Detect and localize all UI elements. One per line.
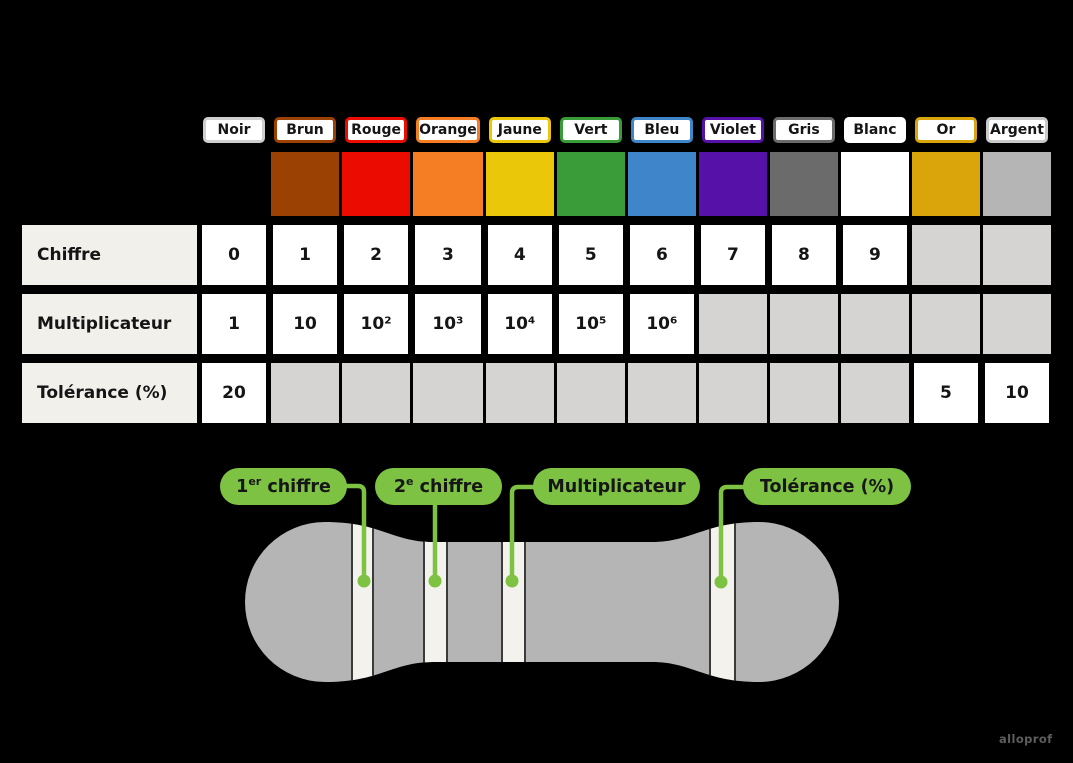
swatch-jaune [485,152,554,216]
swatch-noir [200,152,269,216]
cell-multiplicateur-violet [698,294,767,354]
column-label-bleu: Bleu [630,117,693,143]
connector-dot-2 [428,574,442,588]
swatch-rouge [342,152,411,216]
cell-tolerance-blanc [840,363,909,423]
resistor-band-3 [501,522,526,682]
label-first-digit-text: 1er chiffre [236,476,331,497]
connector-dot-1 [357,574,371,588]
connector-line-1 [344,483,367,584]
cell-tolerance-rouge [342,363,411,423]
label-tolerance: Tolérance (%) [743,468,911,505]
cell-chiffre-jaune: 4 [487,225,552,285]
connector-dot-4 [714,575,728,589]
column-label-argent: Argent [985,117,1048,143]
cell-tolerance-violet [698,363,767,423]
cell-multiplicateur-noir: 1 [202,294,267,354]
row-label-tolerance: Tolérance (%) [22,363,197,423]
connector-line-4 [718,484,746,585]
label-rest: chiffre [261,476,331,497]
cell-chiffre-brun: 1 [273,225,338,285]
column-label-vert: Vert [559,117,622,143]
cell-tolerance-argent: 10 [984,363,1049,423]
cell-chiffre-violet: 7 [700,225,765,285]
row-label-multiplicateur: Multiplicateur [22,294,197,354]
column-label-blanc: Blanc [843,117,906,143]
swatch-violet [698,152,767,216]
cell-multiplicateur-jaune: 10⁴ [487,294,552,354]
alloprof-logo: alloprof [999,732,1053,746]
label-rest: chiffre [413,476,484,497]
swatch-argent [982,152,1051,216]
column-label-or: Or [914,117,977,143]
connector-dot-3 [505,574,519,588]
color-code-table: Noir Brun Rouge Orange Jaune Vert Bleu Violet Gr… [22,117,1051,423]
label-sup: er [248,475,262,489]
cell-multiplicateur-brun: 10 [273,294,338,354]
swatch-or [911,152,980,216]
cell-chiffre-argent [982,225,1051,285]
cell-tolerance-noir: 20 [202,363,267,423]
cell-tolerance-vert [556,363,625,423]
label-rest: Multiplicateur [547,476,686,497]
cell-chiffre-noir: 0 [202,225,267,285]
cell-chiffre-bleu: 6 [629,225,694,285]
cell-chiffre-rouge: 2 [344,225,409,285]
cell-chiffre-vert: 5 [558,225,623,285]
swatch-gris [769,152,838,216]
cell-chiffre-or [911,225,980,285]
resistor-band-1 [351,522,374,682]
connector-line-3 [509,484,536,584]
cell-multiplicateur-vert: 10⁵ [558,294,623,354]
label-first-digit: 1er chiffre [220,468,347,505]
label-second-digit: 2e chiffre [375,468,502,505]
cell-chiffre-gris: 8 [771,225,836,285]
cell-multiplicateur-blanc [840,294,909,354]
column-label-orange: Orange [416,117,480,143]
cell-tolerance-brun [271,363,340,423]
label-num: 2 [393,476,407,497]
resistor-band-2 [423,522,448,682]
column-label-jaune: Jaune [488,117,551,143]
swatch-vert [556,152,625,216]
cell-chiffre-orange: 3 [415,225,481,285]
cell-multiplicateur-bleu: 10⁶ [629,294,694,354]
column-label-violet: Violet [701,117,764,143]
swatch-brun [271,152,340,216]
cell-chiffre-blanc: 9 [842,225,907,285]
label-multiplier: Multiplicateur [533,468,700,505]
resistor-body [245,522,839,682]
column-label-noir: Noir [203,117,266,143]
column-label-gris: Gris [772,117,835,143]
label-multiplier-text: Multiplicateur [547,476,685,497]
row-label-chiffre: Chiffre [22,225,197,285]
cell-tolerance-gris [769,363,838,423]
swatch-bleu [627,152,696,216]
swatch-orange [413,152,483,216]
column-label-brun: Brun [274,117,337,143]
label-rest: Tolérance (%) [759,476,895,497]
label-second-digit-text: 2e chiffre [394,476,483,497]
cell-multiplicateur-argent [982,294,1051,354]
cell-tolerance-or: 5 [913,363,978,423]
cell-tolerance-jaune [485,363,554,423]
cell-multiplicateur-rouge: 10² [344,294,409,354]
column-label-rouge: Rouge [345,117,408,143]
label-num: 1 [236,476,249,497]
cell-tolerance-bleu [627,363,696,423]
swatch-blanc [840,152,909,216]
cell-multiplicateur-gris [769,294,838,354]
cell-multiplicateur-orange: 10³ [415,294,481,354]
cell-multiplicateur-or [911,294,980,354]
label-sup: e [406,475,414,489]
cell-tolerance-orange [413,363,483,423]
label-tolerance-text: Tolérance (%) [760,476,894,497]
